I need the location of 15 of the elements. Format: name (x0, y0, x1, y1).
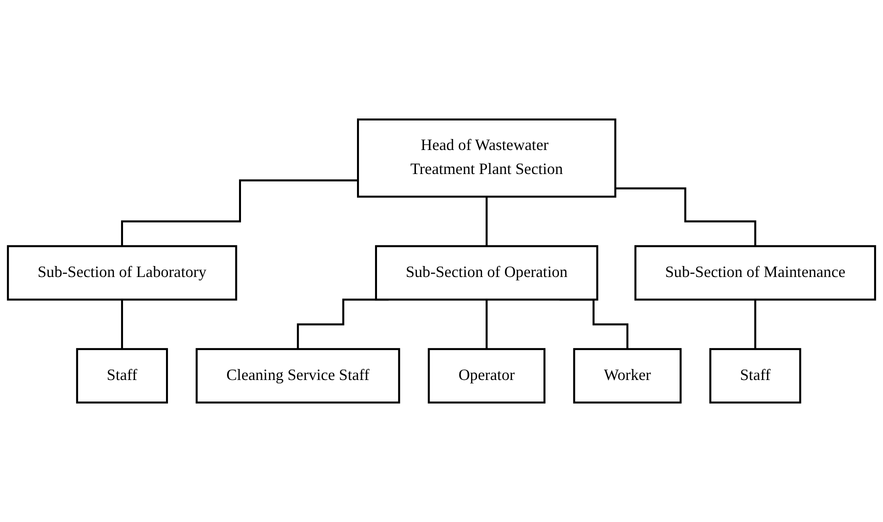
node-box: Staff (709, 348, 802, 404)
connector (486, 196, 488, 248)
connector (754, 298, 756, 350)
connector (486, 298, 488, 350)
node-box: Sub-Section of Maintenance (634, 245, 876, 301)
node-box: Head of Wastewater Treatment Plant Section (356, 118, 616, 198)
node-box: Cleaning Service Staff (196, 348, 400, 404)
connector (121, 298, 124, 350)
node-box: Sub-Section of Laboratory (6, 245, 238, 301)
node-box: Operator (428, 348, 546, 404)
node-box: Sub-Section of Operation (375, 245, 598, 301)
node-box: Staff (76, 348, 168, 404)
connector (615, 187, 756, 248)
node-box: Worker (573, 348, 682, 404)
connector (121, 179, 358, 248)
